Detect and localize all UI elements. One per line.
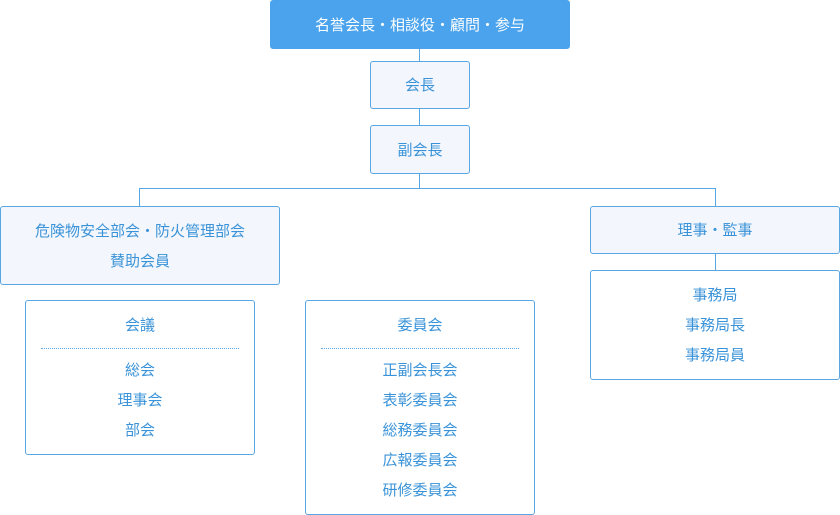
secretariat-box: 事務局 事務局長 事務局員 [590,270,840,380]
secretariat-item: 事務局 [692,286,738,304]
committee-box: 委員会 正副会長会 表彰委員会 総務委員会 広報委員会 研修委員会 [305,300,535,515]
connector-vice-down [419,174,420,189]
connector-horizontal [139,188,716,189]
honorary-box: 名誉会長・相談役・顧問・参与 [270,0,570,49]
committee-item: 正副会長会 [382,361,458,379]
chair-box: 会長 [370,61,470,109]
secretariat-item: 事務局員 [684,346,745,364]
assembly-divider [41,348,239,349]
connector-right-to-secretariat [715,254,716,270]
connector-top-to-chair [419,49,420,61]
committee-item: 研修委員会 [382,481,458,499]
subcommittee-label-line1: 危険物安全部会・防火管理部会 [34,221,245,240]
assembly-item: 部会 [124,421,155,439]
secretariat-item: 事務局長 [684,316,745,334]
assembly-box: 会議 総会 理事会 部会 [25,300,255,455]
honorary-label: 名誉会長・相談役・顧問・参与 [314,15,525,34]
assembly-list: 総会 理事会 部会 [117,355,162,445]
committee-list: 正副会長会 表彰委員会 総務委員会 広報委員会 研修委員会 [382,355,457,505]
committee-title: 委員会 [397,316,443,334]
connector-left-drop [139,188,140,206]
assembly-item: 総会 [124,361,155,379]
subcommittee-box: 危険物安全部会・防火管理部会 賛助会員 [0,206,280,285]
directors-label: 理事・監事 [677,221,753,239]
subcommittee-label-line2: 賛助会員 [109,251,170,270]
connector-right-drop [715,188,716,206]
vice-chair-box: 副会長 [370,125,470,174]
chair-label: 会長 [404,76,435,94]
directors-box: 理事・監事 [590,206,840,254]
committee-item: 総務委員会 [382,421,458,439]
committee-item: 広報委員会 [382,451,458,469]
vice-chair-label: 副会長 [397,140,443,159]
committee-item: 表彰委員会 [382,391,458,409]
committee-divider [321,348,519,349]
connector-chair-to-vice [419,109,420,125]
assembly-item: 理事会 [117,391,163,409]
assembly-title: 会議 [124,316,155,334]
